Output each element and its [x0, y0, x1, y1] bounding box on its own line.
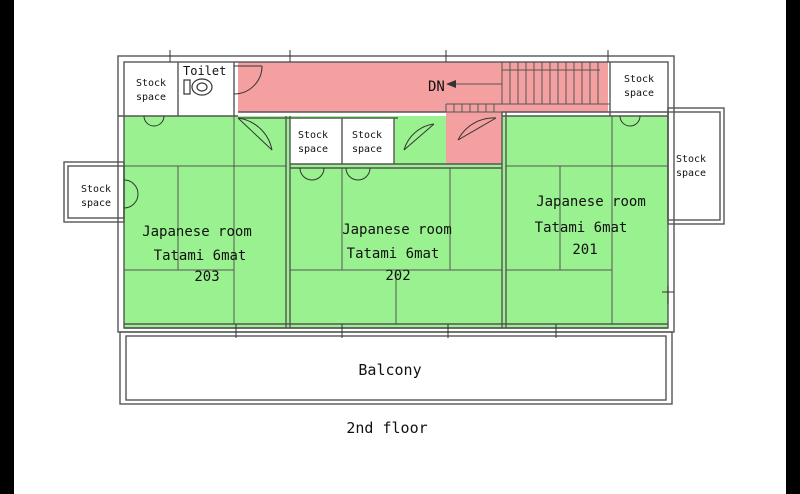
stock-label: Stock — [676, 154, 706, 165]
staircase — [445, 62, 610, 113]
stock-space-mid-2-fill — [342, 118, 394, 164]
stock-label: Stock — [81, 184, 111, 195]
stock-space-mid-1-fill — [290, 118, 342, 164]
stock-label: Stock — [136, 78, 166, 89]
toilet-icon — [183, 78, 213, 96]
room-202-size: Tatami 6mat — [347, 246, 440, 262]
stair-arrow-icon — [446, 80, 456, 88]
balcony-label: Balcony — [358, 361, 421, 379]
stock-space-right-fill — [668, 112, 720, 220]
stairs-label: DN — [428, 79, 445, 95]
room-203-size: Tatami 6mat — [154, 248, 247, 264]
stock-label: space — [676, 168, 706, 179]
stock-space-top-right-fill — [610, 62, 668, 114]
toilet-label: Toilet — [183, 64, 226, 78]
stock-label: space — [298, 144, 328, 155]
floor-label: 2nd floor — [346, 419, 427, 437]
stock-label: space — [624, 88, 654, 99]
stock-label: space — [81, 198, 111, 209]
stock-label: space — [136, 92, 166, 103]
room-203-number: 203 — [194, 269, 219, 285]
walls — [63, 55, 725, 405]
stock-label: space — [352, 144, 382, 155]
tatami-seams — [124, 116, 668, 324]
stock-space-left-fill — [68, 166, 124, 218]
corridor — [238, 62, 608, 164]
room-201-title: Japanese room — [536, 194, 646, 210]
room-201-size: Tatami 6mat — [535, 220, 628, 236]
stock-label: Stock — [624, 74, 654, 85]
room-202-number: 202 — [385, 268, 410, 284]
room-203-title: Japanese room — [142, 224, 252, 240]
stock-label: Stock — [352, 130, 382, 141]
wall-ticks — [169, 50, 674, 338]
door-swings — [123, 65, 641, 209]
room-202-title: Japanese room — [342, 222, 452, 238]
room-201-number: 201 — [572, 242, 597, 258]
stock-label: Stock — [298, 130, 328, 141]
stock-space-top-left-fill — [124, 62, 178, 116]
